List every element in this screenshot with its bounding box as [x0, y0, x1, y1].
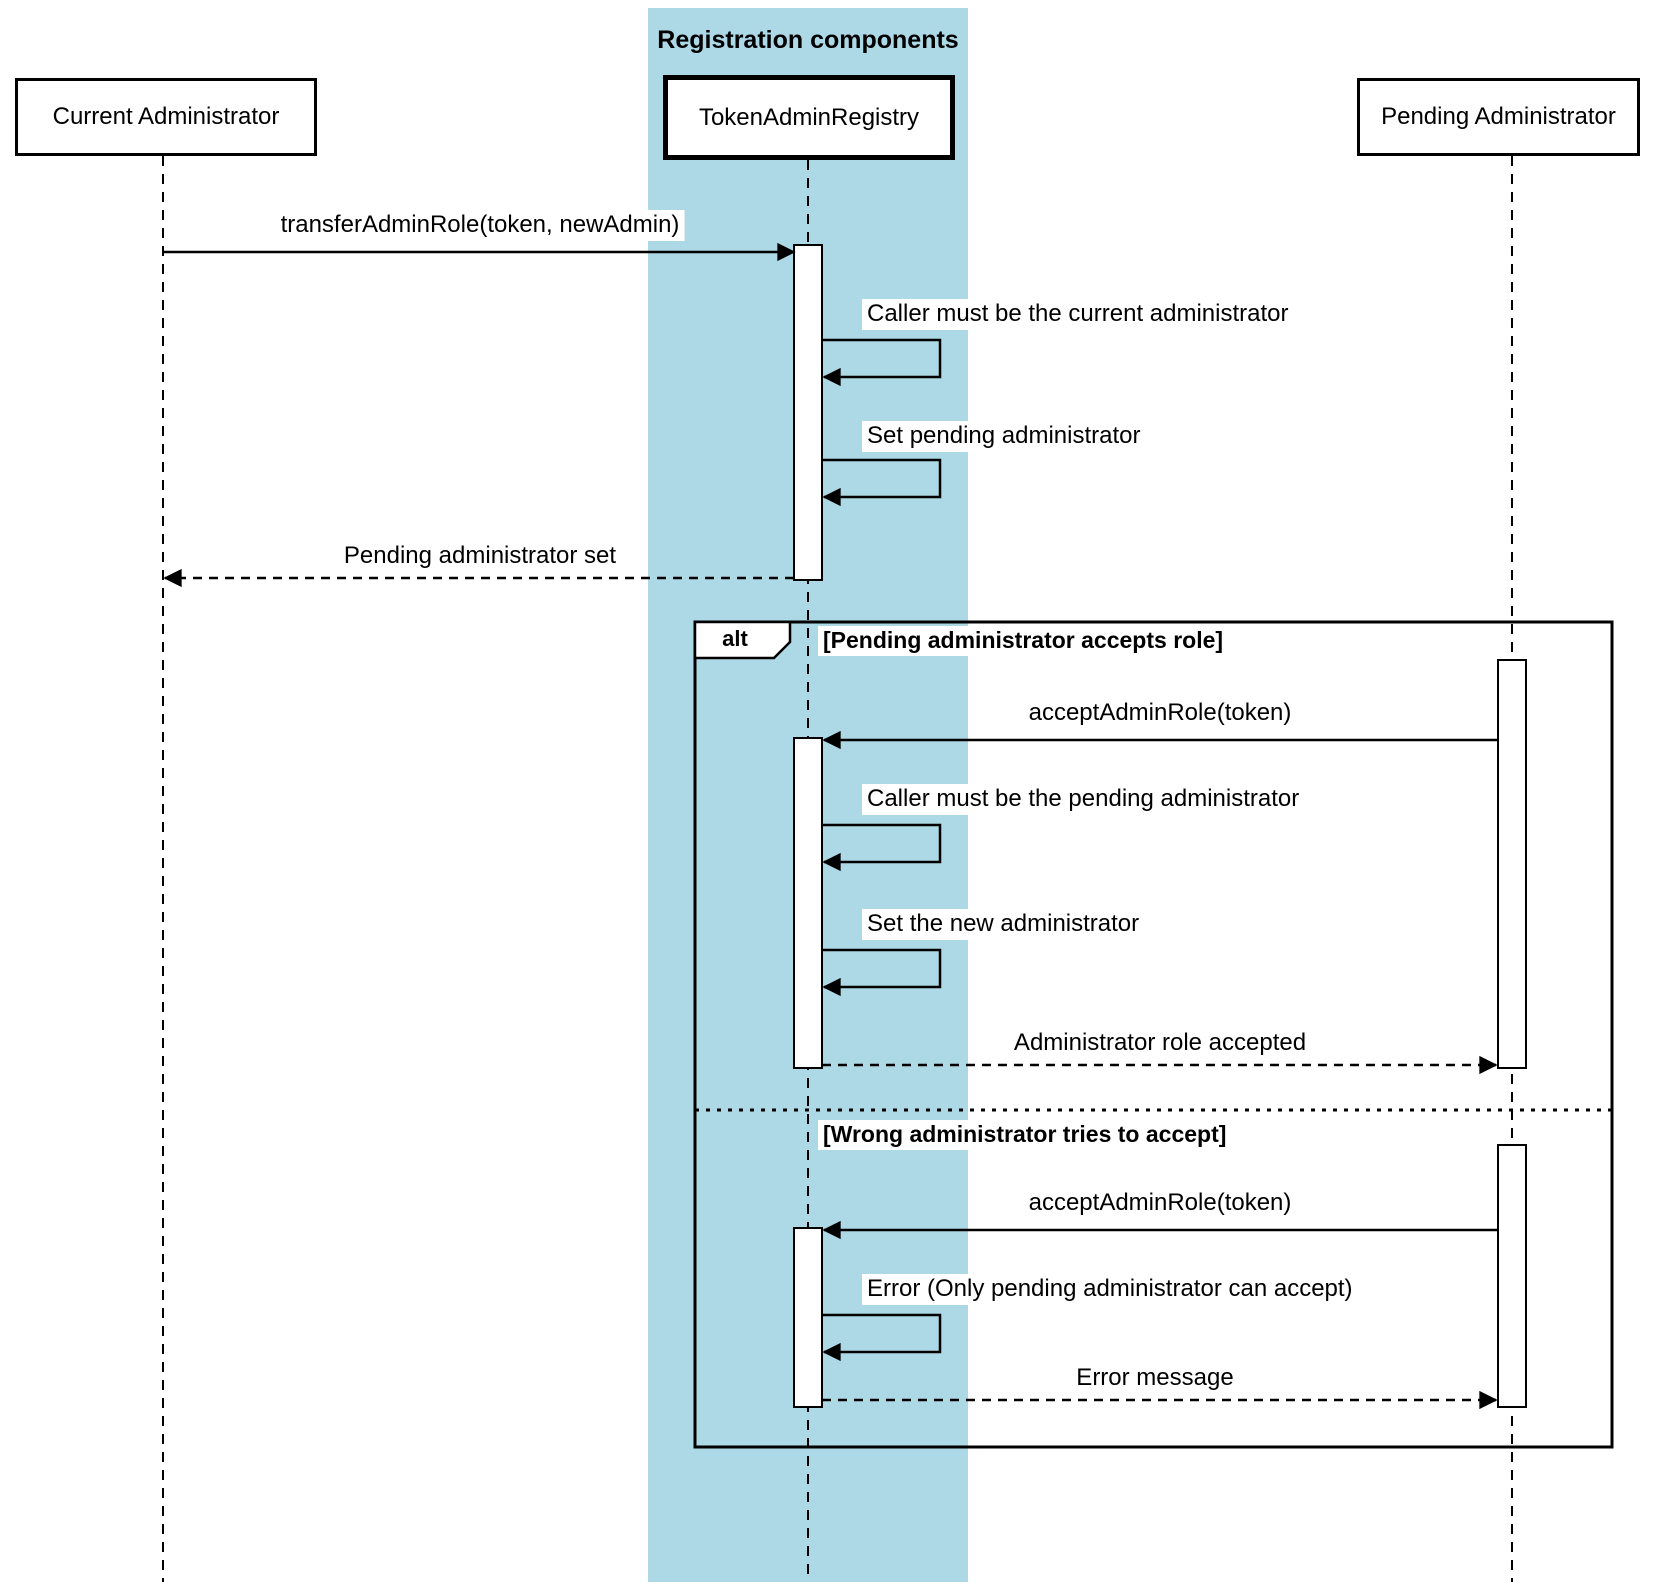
participant-label: Pending Administrator	[1381, 103, 1616, 130]
participant-label: Current Administrator	[52, 103, 280, 130]
arrow-set-pending-administrator	[822, 458, 942, 507]
alt-frame	[693, 620, 1614, 1449]
message-label-transfer-admin-role: transferAdminRole(token, newAdmin)	[275, 210, 685, 241]
arrow-error-only-pending	[822, 1313, 942, 1362]
message-label-pending-administrator-set: Pending administrator set	[338, 541, 622, 572]
message-label-accept-admin-role-1: acceptAdminRole(token)	[1023, 698, 1297, 729]
message-label-accept-admin-role-2: acceptAdminRole(token)	[1023, 1188, 1297, 1219]
arrow-caller-must-be-current	[822, 338, 942, 387]
alt-guard-accepts-label: [Pending administrator accepts role]	[818, 626, 1229, 656]
message-label-caller-must-be-current: Caller must be the current administrator	[862, 299, 1294, 330]
participant-label: TokenAdminRegistry	[698, 103, 920, 131]
participant-token-admin-registry: TokenAdminRegistry	[663, 75, 955, 160]
arrow-caller-must-be-pending	[822, 823, 942, 872]
message-label-caller-must-be-pending: Caller must be the pending administrator	[862, 784, 1305, 815]
participant-current-administrator: Current Administrator	[15, 78, 317, 156]
activation-token-admin-registry-1	[793, 244, 823, 581]
participant-pending-administrator: Pending Administrator	[1357, 78, 1640, 156]
arrow-set-new-administrator	[822, 948, 942, 997]
activation-token-admin-registry-2	[793, 737, 823, 1069]
alt-guard-wrong-label: [Wrong administrator tries to accept]	[818, 1120, 1232, 1150]
message-label-administrator-role-accepted: Administrator role accepted	[1008, 1028, 1312, 1059]
message-label-error-only-pending: Error (Only pending administrator can ac…	[862, 1274, 1358, 1305]
activation-pending-administrator-1	[1497, 659, 1527, 1069]
alt-operator-label: alt	[722, 626, 748, 651]
message-label-set-pending-administrator: Set pending administrator	[862, 421, 1146, 452]
activation-pending-administrator-2	[1497, 1144, 1527, 1408]
message-label-set-new-administrator: Set the new administrator	[862, 909, 1145, 940]
group-title: Registration components	[657, 26, 959, 54]
alt-operator-box	[693, 620, 792, 660]
message-label-error-message: Error message	[1071, 1363, 1239, 1394]
activation-token-admin-registry-3	[793, 1227, 823, 1408]
